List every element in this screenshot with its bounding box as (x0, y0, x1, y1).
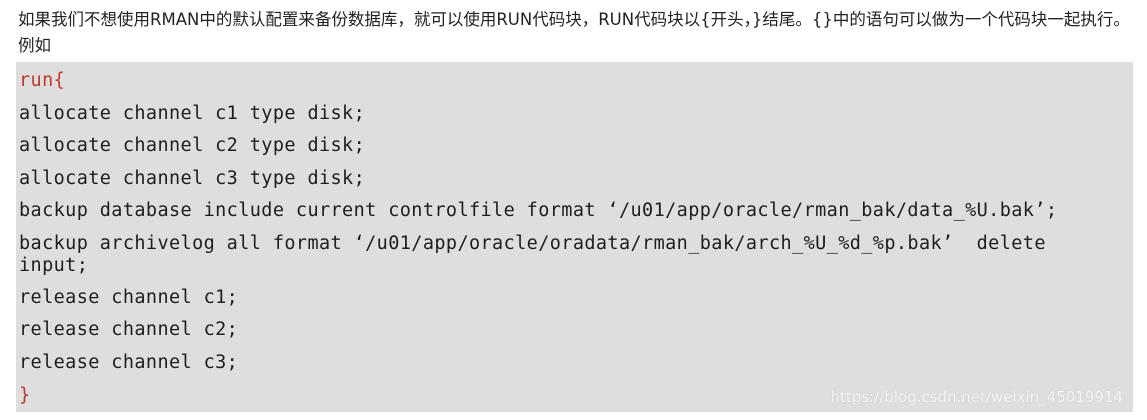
intro-paragraph: 如果我们不想使用RMAN中的默认配置来备份数据库，就可以使用RUN代码块，RUN… (18, 10, 1130, 55)
code-line-backup-archivelog: backup archivelog all format ‘/u01/app/o… (19, 233, 1058, 276)
code-line-release-c1: release channel c1; (19, 287, 239, 308)
code-line-allocate-c2: allocate channel c2 type disk; (19, 135, 366, 156)
code-line-run-open: run{ (19, 70, 66, 91)
code-line-release-c2: release channel c2; (19, 319, 239, 340)
code-block: run{ allocate channel c1 type disk; allo… (16, 62, 1133, 412)
code-line-release-c3: release channel c3; (19, 352, 239, 373)
code-line-backup-database: backup database include current controlf… (19, 200, 1058, 221)
code-line-close-brace: } (19, 385, 31, 406)
code-line-allocate-c1: allocate channel c1 type disk; (19, 103, 366, 124)
code-line-allocate-c3: allocate channel c3 type disk; (19, 168, 366, 189)
watermark-url: https://blog.csdn.net/weixin_45019914 (830, 388, 1123, 406)
